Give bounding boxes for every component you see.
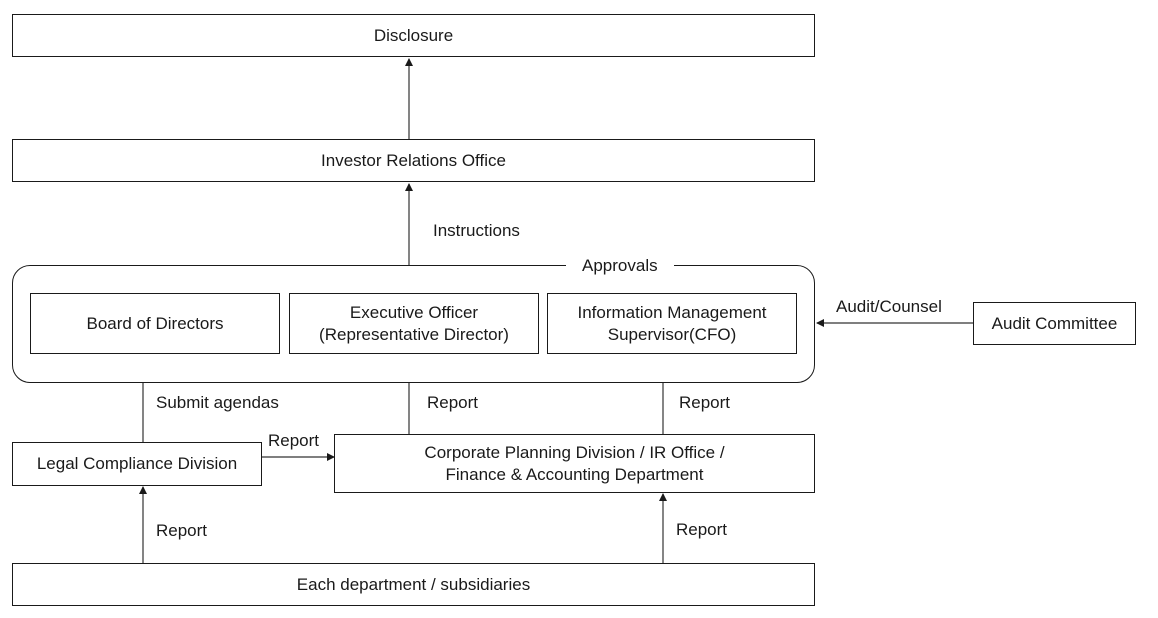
information-management-supervisor-line2: Supervisor(CFO) <box>607 324 737 344</box>
board-of-directors-box: Board of Directors <box>30 293 280 354</box>
information-management-supervisor-line1: Information Management <box>577 302 767 322</box>
corporate-planning-box: Corporate Planning Division / IR Office … <box>334 434 815 493</box>
report-dept-to-legal-label: Report <box>156 521 208 540</box>
submit-agendas-label: Submit agendas <box>156 393 279 412</box>
audit-committee-box: Audit Committee <box>973 302 1136 345</box>
corporate-planning-line1: Corporate Planning Division / IR Office … <box>424 442 725 462</box>
each-department-label: Each department / subsidiaries <box>296 574 531 594</box>
disclosure-label: Disclosure <box>373 25 454 45</box>
each-department-box: Each department / subsidiaries <box>12 563 815 606</box>
report-dept-to-corp-label: Report <box>676 520 728 539</box>
audit-committee-label: Audit Committee <box>991 313 1118 333</box>
instructions-label: Instructions <box>433 221 520 240</box>
board-of-directors-label: Board of Directors <box>86 313 224 333</box>
legal-compliance-division-box: Legal Compliance Division <box>12 442 262 486</box>
executive-officer-box: Executive Officer (Representative Direct… <box>289 293 539 354</box>
disclosure-box: Disclosure <box>12 14 815 57</box>
report-exec-label: Report <box>427 393 479 412</box>
audit-counsel-label: Audit/Counsel <box>836 297 942 316</box>
legal-compliance-division-label: Legal Compliance Division <box>36 454 238 473</box>
executive-officer-line1: Executive Officer <box>349 302 479 322</box>
report-legal-to-corp-label: Report <box>268 431 320 450</box>
approvals-label: Approvals <box>566 255 674 277</box>
executive-officer-line2: (Representative Director) <box>319 324 509 344</box>
report-cfo-label: Report <box>679 393 731 412</box>
corporate-planning-line2: Finance & Accounting Department <box>445 464 704 484</box>
investor-relations-office-box: Investor Relations Office <box>12 139 815 182</box>
investor-relations-office-label: Investor Relations Office <box>321 150 506 170</box>
information-management-supervisor-box: Information Management Supervisor(CFO) <box>547 293 797 354</box>
